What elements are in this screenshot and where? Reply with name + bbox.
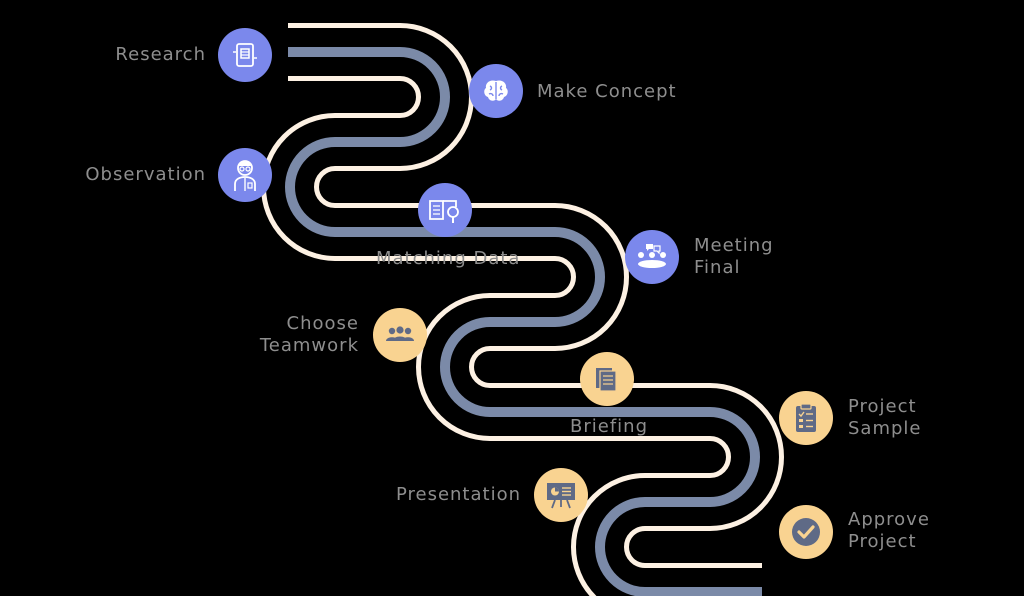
- choose-teamwork-node: [373, 308, 427, 362]
- make-concept-node: [469, 64, 523, 118]
- step-label-observation: Observation: [85, 164, 206, 185]
- step-label-presentation: Presentation: [395, 484, 521, 505]
- step-label-research: Research: [115, 44, 206, 65]
- clipboard-checklist-icon: [796, 403, 816, 432]
- step-label-briefing: Briefing: [570, 416, 648, 437]
- documents-stack-icon: [596, 368, 617, 392]
- observation-node: [218, 148, 272, 202]
- research-node: [218, 28, 272, 82]
- scientist-icon: [234, 160, 256, 191]
- matching-data-node: [418, 183, 472, 237]
- brain-icon: [484, 80, 508, 101]
- step-label-project-sample: Project Sample: [848, 396, 922, 439]
- meeting-table-icon: [638, 244, 666, 268]
- step-label-make-concept: Make Concept: [537, 81, 677, 102]
- document-icon: [233, 43, 257, 67]
- step-label-approve-project: Approve Project: [848, 509, 930, 552]
- meeting-final-node: [625, 230, 679, 284]
- checkmark-icon: [792, 518, 820, 546]
- step-label-choose-teamwork: Choose Teamwork: [259, 313, 359, 356]
- presentation-node: [534, 468, 588, 522]
- briefing-node: [580, 352, 634, 406]
- presentation-board-icon: [547, 483, 575, 509]
- team-icon: [386, 326, 414, 341]
- approve-project-node: [779, 505, 833, 559]
- project-sample-node: [779, 391, 833, 445]
- step-label-matching-data: Matching Data: [376, 248, 521, 269]
- road-center-line: [285, 47, 762, 596]
- step-label-meeting-final: Meeting Final: [694, 235, 774, 278]
- book-search-icon: [429, 200, 459, 223]
